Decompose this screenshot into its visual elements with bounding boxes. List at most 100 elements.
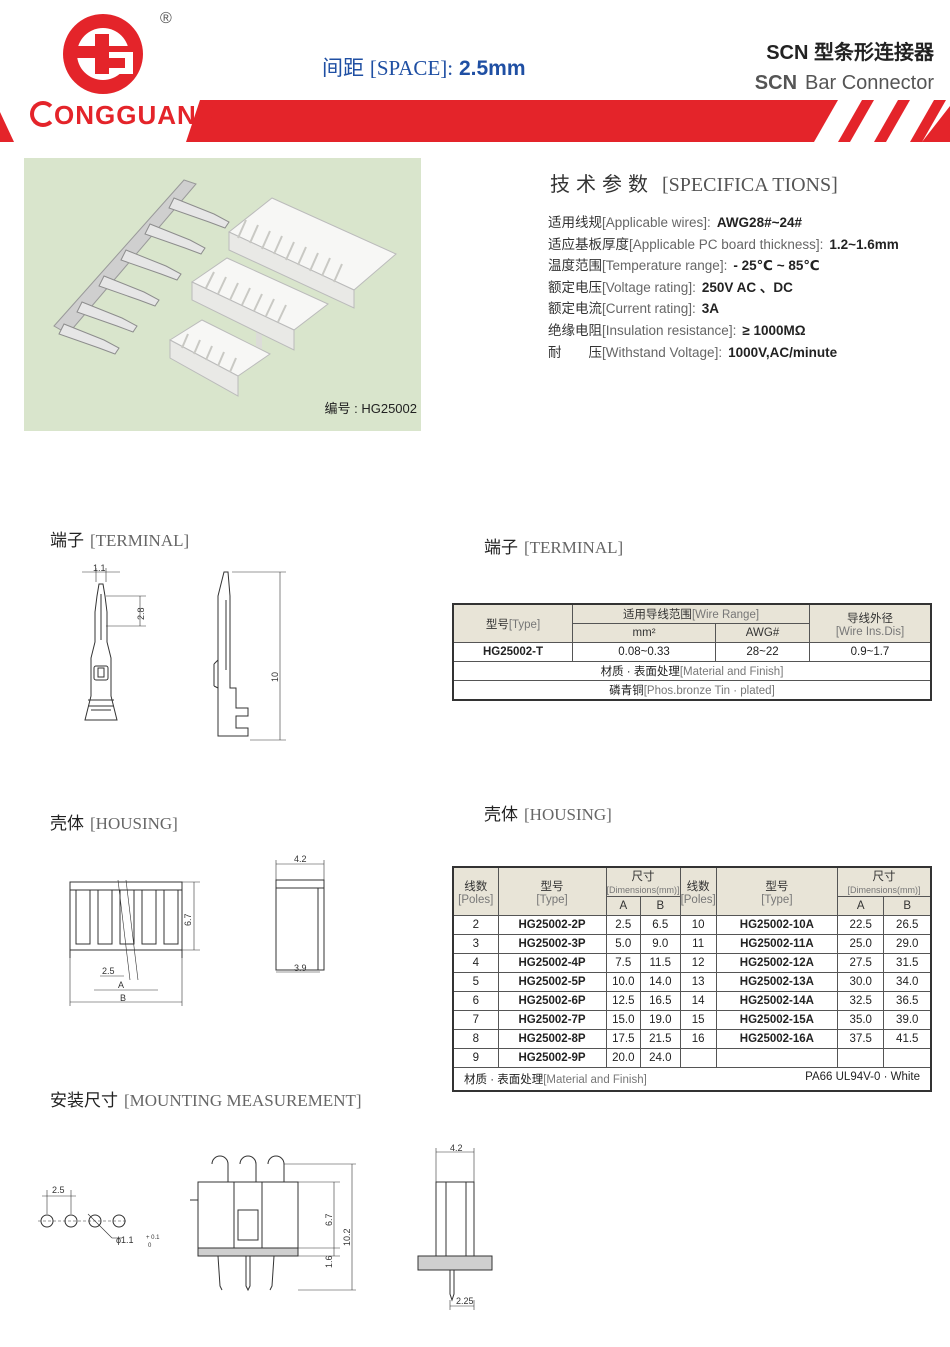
spec-heading-en: [SPECIFICA TIONS]: [662, 174, 838, 196]
cell-poles: 15: [679, 1010, 717, 1030]
col-header-cn: 导线外径: [847, 612, 893, 625]
cell-b: 14.0: [640, 972, 681, 992]
dim-mount-board: 1.6: [324, 1255, 334, 1268]
cell-a: 15.0: [605, 1010, 642, 1030]
section-title-cn: 壳体: [484, 805, 518, 824]
dim-housing-a: A: [118, 980, 124, 990]
cell-poles: 14: [679, 991, 717, 1011]
brand-c-mark: [30, 101, 56, 127]
cell-a: 2.5: [605, 915, 642, 935]
cell-b: 16.5: [640, 991, 681, 1011]
section-title-housing-table: 壳体[HOUSING]: [484, 800, 612, 825]
cell-poles: 6: [452, 991, 499, 1011]
photo-part-code: 编号 : HG25002: [324, 401, 418, 416]
housing-drawing: 6.7 2.5 A B 4.2 3.9: [69, 854, 325, 1006]
cell-awg: 28~22: [715, 642, 810, 662]
section-title-en: [TERMINAL]: [90, 531, 190, 550]
col-header-a: A: [837, 896, 885, 916]
spacing-title: 间距 [SPACE]: 2.5mm: [322, 52, 526, 82]
spec-label-en: [Voltage rating]:: [602, 279, 696, 295]
cell-type: HG25002-T: [452, 642, 573, 662]
finish-label-en: [Phos.bronze Tin · plated]: [643, 685, 775, 697]
cell-b: 9.0: [640, 934, 681, 954]
cell-poles: 3: [452, 934, 499, 954]
col-header-en: [Dimensions(mm)]: [847, 885, 921, 895]
cell-poles: 7: [452, 1010, 499, 1030]
cell-poles: 2: [452, 915, 499, 935]
material-value: PA66 UL94V-0 · White: [805, 1071, 920, 1083]
dim-housing-depth-bottom: 3.9: [294, 963, 307, 973]
cell-type: HG25002-14A: [715, 991, 839, 1011]
spec-label-cn: 额定电流: [548, 301, 602, 317]
col-header-poles: 线数[Poles]: [679, 866, 717, 916]
spec-label-en: [Withstand Voltage]:: [602, 344, 723, 360]
cell-a: 25.0: [837, 934, 885, 954]
cell-b: 34.0: [883, 972, 932, 992]
brand-name: ONGGUANG: [54, 100, 218, 130]
cell-type: HG25002-12A: [715, 953, 839, 973]
cell-a: 35.0: [837, 1010, 885, 1030]
cell-poles: 16: [679, 1029, 717, 1049]
col-header-en: [Type]: [761, 893, 793, 906]
col-header-ins-dis: 导线外径[Wire Ins.Dis]: [809, 603, 932, 643]
material-label-en: [Material and Finish]: [543, 1074, 647, 1086]
dim-terminal-tip: 2.8: [136, 607, 146, 620]
cell-type: HG25002-8P: [497, 1029, 607, 1049]
dim-terminal-width: 1.1: [93, 563, 106, 573]
spec-value: 250V AC 、DC: [701, 279, 793, 295]
col-header-cn: 尺寸: [631, 871, 655, 883]
section-title-en: [HOUSING]: [90, 814, 178, 833]
col-header-mm2: mm²: [571, 623, 717, 643]
spec-label-cn: 耐 压: [548, 344, 602, 360]
dim-mount-pitch: 2.5: [52, 1185, 65, 1195]
brand-wordmark: ONGGUANG: [30, 100, 218, 131]
mounting-side-drawing: 4.2 2.25: [417, 1143, 493, 1310]
col-header-cn: 线数: [686, 880, 710, 893]
spec-row: 适应基板厚度[Applicable PC board thickness]:1.…: [548, 234, 899, 256]
dim-mount-tol-zero: 0: [148, 1243, 152, 1249]
section-title-mounting: 安装尺寸[MOUNTING MEASUREMENT]: [50, 1086, 362, 1111]
cell-poles: 8: [452, 1029, 499, 1049]
cell-b: 41.5: [883, 1029, 932, 1049]
col-header-cn: 线数: [464, 880, 488, 893]
connector-illustration: [53, 179, 397, 397]
header-red-band: [0, 100, 950, 142]
cell-a: 22.5: [837, 915, 885, 935]
cell-type: HG25002-4P: [497, 953, 607, 973]
cell-b: 26.5: [883, 915, 932, 935]
housing-9p: [190, 257, 329, 351]
cell-b: 19.0: [640, 1010, 681, 1030]
col-header-b: B: [640, 896, 681, 916]
col-header-en: [Poles]: [680, 893, 716, 906]
col-header-dims: 尺寸 [Dimensions(mm)]: [837, 866, 932, 897]
spec-label-en: [Current rating]:: [602, 301, 696, 317]
spec-label-en: [Applicable wires]:: [602, 215, 711, 230]
dim-mount-depth: 4.2: [450, 1143, 463, 1153]
cell-type: HG25002-13A: [715, 972, 839, 992]
section-title-en: [TERMINAL]: [524, 538, 624, 557]
cell-b: 24.0: [640, 1048, 681, 1068]
brand-logo: [63, 14, 143, 94]
section-title-cn: 端子: [50, 531, 84, 550]
material-row: 材质 · 表面处理[Material and Finish] PA66 UL94…: [452, 1067, 932, 1092]
cell-a: 27.5: [837, 953, 885, 973]
col-header-cn: 适用导线范围: [622, 609, 692, 621]
section-title-cn: 安装尺寸: [50, 1091, 118, 1110]
product-photo: 编号 : HG25002: [24, 158, 421, 431]
col-header-en: [Wire Range]: [691, 609, 760, 621]
material-label-cn: 材质 · 表面处理: [600, 666, 680, 678]
mounting-hole-drawing: 2.5 ϕ1.1 + 0.1 0: [38, 1185, 160, 1249]
col-header-cn: 尺寸: [872, 871, 896, 883]
cell-mm2: 0.08~0.33: [571, 642, 717, 662]
housing-12p: [228, 197, 397, 349]
spec-label-cn: 适应基板厚度: [548, 236, 629, 252]
cell-a: 30.0: [837, 972, 885, 992]
material-label-en: [Material and Finish]: [679, 666, 784, 678]
col-header-type: 型号[Type]: [497, 866, 607, 916]
material-row: 材质 · 表面处理[Material and Finish]: [452, 661, 932, 681]
dim-mount-hole: ϕ1.1: [116, 1235, 134, 1245]
